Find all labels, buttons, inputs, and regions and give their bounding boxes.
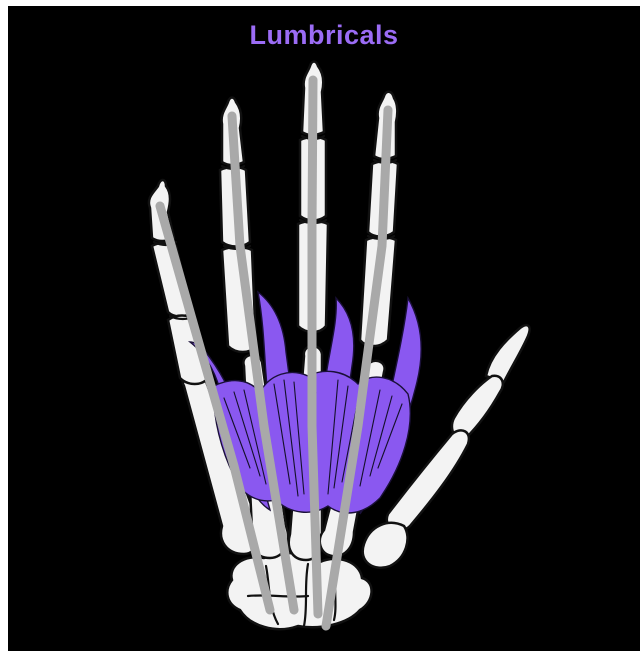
joint-lines [154, 136, 396, 319]
diagram-panel: Lumbricals [8, 6, 640, 651]
hand-illustration [8, 6, 640, 651]
carpal-bones [227, 553, 371, 629]
